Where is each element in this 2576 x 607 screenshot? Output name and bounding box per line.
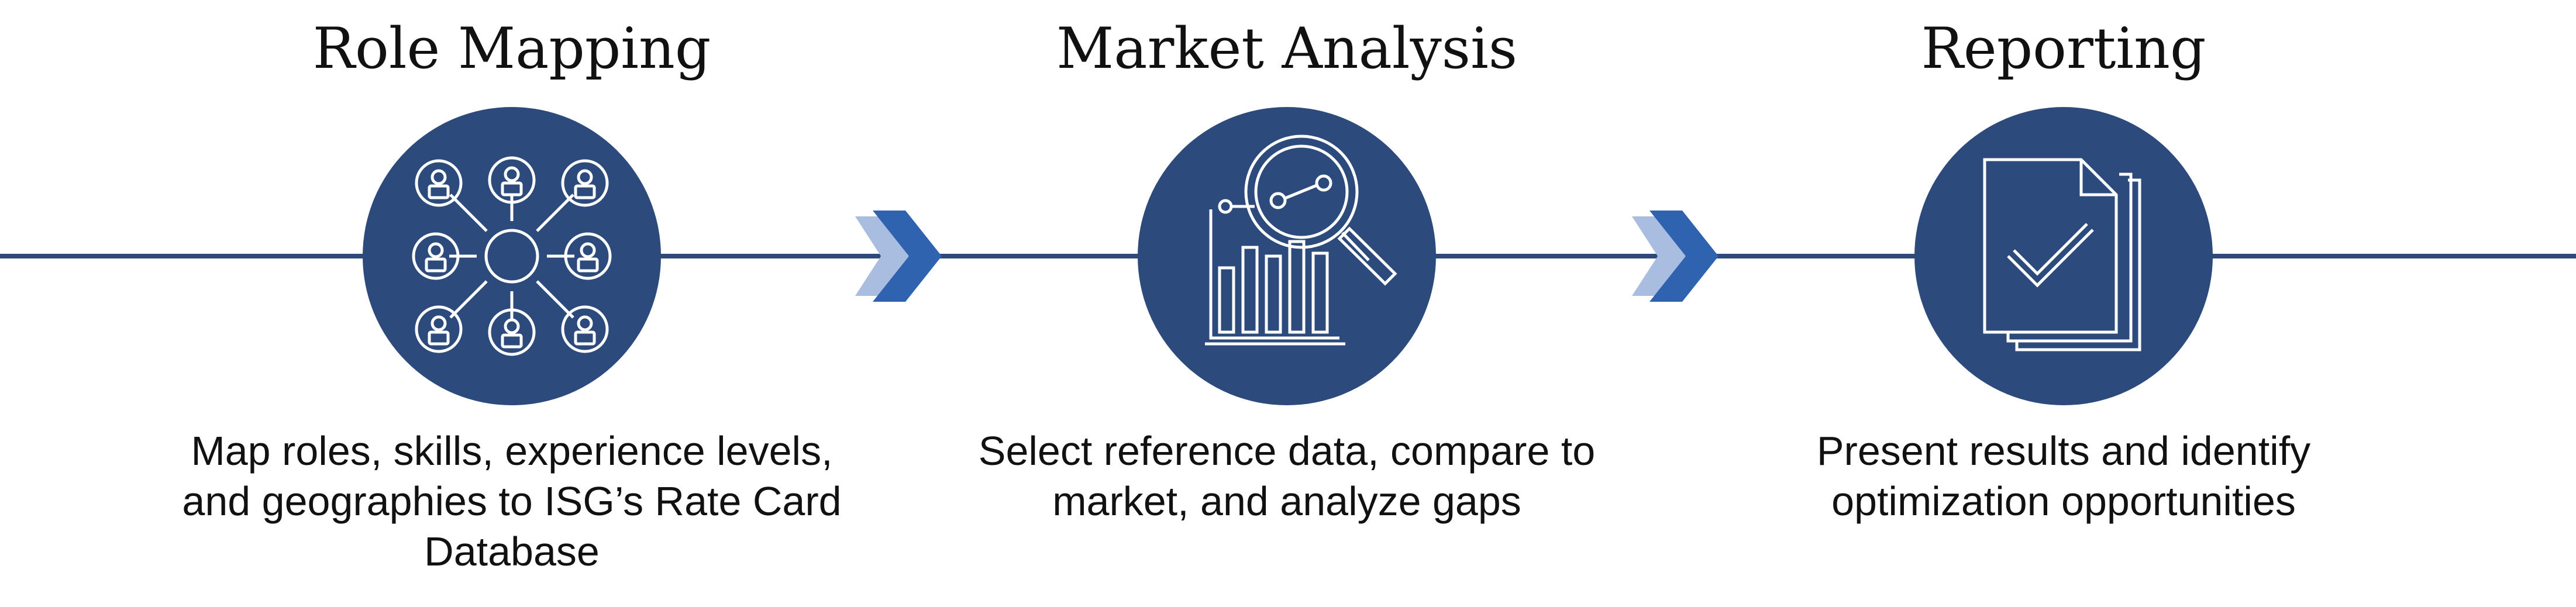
- magnifier-chart-icon: [1205, 134, 1397, 346]
- step-title: Market Analysis: [1056, 16, 1518, 81]
- step-description: Present results and identify optimizatio…: [1816, 428, 2311, 524]
- step-description: Map roles, skills, experience levels, an…: [182, 428, 842, 574]
- step-description: Select reference data, compare to market…: [978, 428, 1596, 524]
- chevron-arrow-icon: [855, 211, 943, 302]
- step-reporting: Reporting Present results and identify o…: [1713, 0, 2415, 607]
- chevron-arrow-icon: [1632, 211, 1720, 302]
- step-icon-circle: [1914, 107, 2213, 405]
- step-icon-circle: [363, 107, 661, 405]
- report-checkmark-icon: [1983, 158, 2141, 351]
- step-market-analysis: Market Analysis: [936, 0, 1638, 607]
- step-title: Role Mapping: [312, 16, 711, 81]
- step-icon-circle: [1138, 107, 1436, 405]
- role-network-icon: [412, 156, 612, 356]
- step-title: Reporting: [1921, 16, 2206, 81]
- step-role-mapping: Role Mapping: [161, 0, 863, 607]
